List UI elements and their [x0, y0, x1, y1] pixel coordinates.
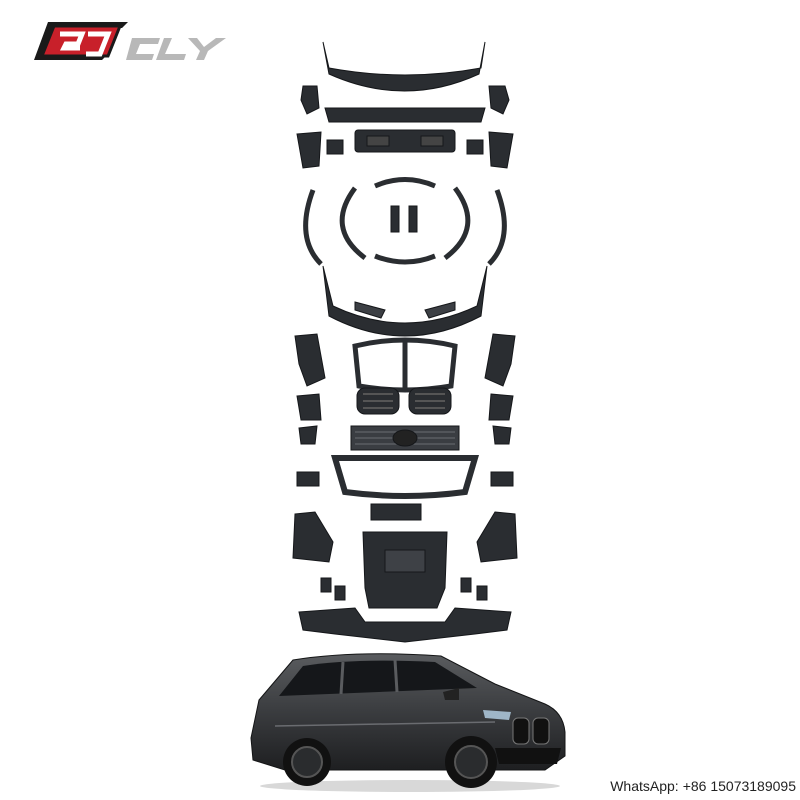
- front-bracket-left: [294, 333, 326, 387]
- whatsapp-contact: WhatsApp:+86 15073189095: [610, 778, 796, 794]
- skid-strip: [370, 503, 422, 521]
- wheel-liner-right: [476, 511, 518, 563]
- whatsapp-label: WhatsApp:: [610, 778, 679, 794]
- bracket-left-1: [300, 85, 320, 115]
- body-kit-parts: [292, 41, 518, 643]
- wheel-liner-left: [292, 511, 334, 563]
- brand-logo-emblem: [34, 22, 128, 60]
- lower-intake-frame: [330, 455, 480, 499]
- car-kidney-grille-left: [512, 717, 530, 745]
- brand-logo: [34, 22, 226, 60]
- bracket-right-2: [488, 131, 514, 169]
- car-kidney-grille-right: [532, 717, 550, 745]
- suv-car: [250, 653, 566, 792]
- whatsapp-number: +86 15073189095: [682, 778, 796, 794]
- front-bumper: [322, 265, 488, 337]
- arch-right-outer: [487, 189, 507, 266]
- rear-bumper-lip: [324, 107, 486, 123]
- brand-logo-wordmark: [126, 38, 226, 60]
- arch-left-outer: [303, 189, 323, 266]
- rear-bumper: [322, 41, 486, 92]
- arch-center: [374, 177, 436, 265]
- front-bracket-right: [484, 333, 516, 387]
- bracket-left-2: [296, 131, 322, 169]
- bracket-right-1: [488, 85, 510, 115]
- arch-left-inner: [339, 186, 367, 260]
- reinforcement-bar: [298, 607, 512, 643]
- arch-right-inner: [443, 186, 471, 260]
- car-windows: [279, 660, 477, 696]
